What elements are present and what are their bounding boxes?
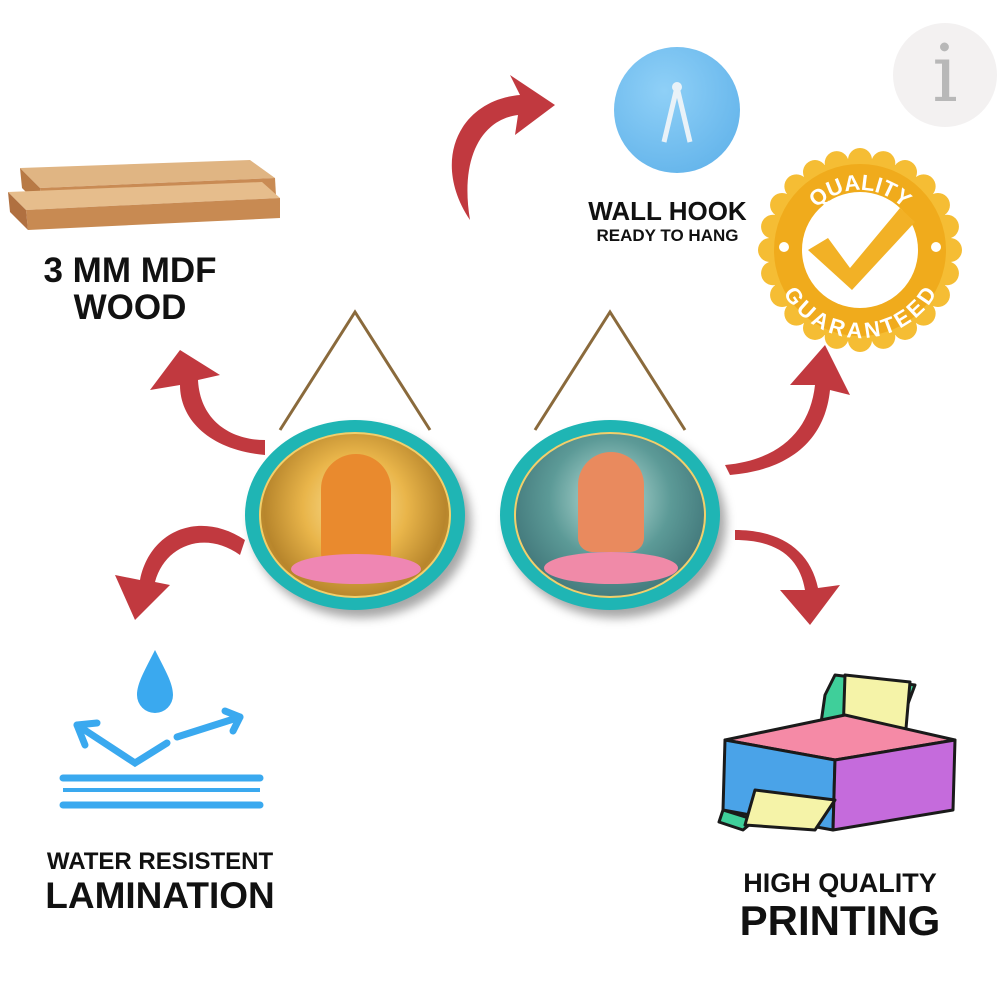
wall-hook-label: WALL HOOK READY TO HANG — [560, 196, 775, 246]
printing-label-line1: HIGH QUALITY — [743, 868, 937, 898]
arrow-to-seal — [725, 345, 850, 475]
ganesha-artwork — [514, 432, 706, 598]
water-label: WATER RESISTENT LAMINATION — [25, 848, 295, 916]
brand-logo: i — [893, 23, 997, 127]
arrow-to-wood — [150, 350, 265, 455]
water-drop-icon — [59, 650, 264, 809]
water-label-line2: LAMINATION — [45, 875, 275, 916]
wall-hook-icon — [614, 47, 740, 173]
arrow-to-hook — [451, 75, 555, 220]
wall-hook-title: WALL HOOK — [588, 196, 747, 226]
printing-label-line2: PRINTING — [739, 897, 941, 944]
printer-icon — [717, 673, 957, 832]
wood-label-line2: WOOD — [73, 288, 187, 327]
wood-planks-icon — [8, 160, 280, 230]
printing-label: HIGH QUALITY PRINTING — [720, 868, 960, 944]
lakshmi-artwork — [259, 432, 451, 598]
brand-logo-letter: i — [932, 27, 958, 120]
wall-hook-subtitle: READY TO HANG — [596, 226, 739, 245]
wood-label: 3 MM MDF WOOD — [20, 252, 240, 326]
arrow-to-printer — [735, 530, 840, 625]
arrow-to-water — [115, 525, 245, 620]
water-label-line1: WATER RESISTENT — [46, 848, 274, 875]
lakshmi-plaque — [245, 420, 465, 610]
ganesha-plaque — [500, 420, 720, 610]
quality-seal-icon: QUALITY GUARANTEED — [758, 148, 962, 352]
wood-label-line1: 3 MM MDF — [43, 251, 217, 290]
